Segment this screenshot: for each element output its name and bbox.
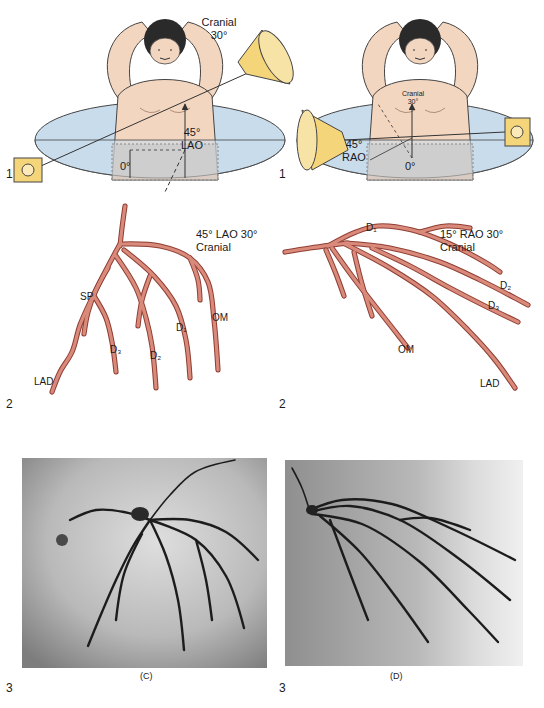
patient-features: [413, 50, 427, 60]
angle-line: [165, 150, 185, 192]
vessel-label: D₃: [488, 300, 499, 312]
vessel-label: OM: [398, 344, 414, 356]
vessel-label: D₂: [500, 280, 511, 292]
artery-outline: [94, 296, 116, 372]
table-shadow: [367, 144, 473, 180]
artery-vessel: [122, 244, 218, 370]
artery-outline: [285, 243, 348, 252]
intensifier-face: [297, 110, 317, 170]
artery-vessel: [94, 296, 116, 372]
angle-label: 0°: [405, 160, 416, 173]
xray-tube: [505, 118, 530, 146]
angle-line: [370, 138, 412, 160]
contrast-vessel: [320, 516, 428, 642]
vessel-label: D₁: [366, 222, 377, 234]
panel-number: 2: [6, 398, 13, 412]
artery-vessel: [52, 244, 120, 392]
artery-vessel: [345, 244, 515, 388]
patient-face: [150, 38, 180, 64]
angle-line: [378, 104, 412, 158]
contrast-vessel: [150, 520, 184, 650]
contrast-blob: [131, 507, 149, 521]
panel-number: 2: [279, 398, 286, 412]
angle-label: Cranial 30°: [196, 16, 242, 41]
beam-line: [32, 72, 250, 170]
vessel-label: LAD: [34, 376, 53, 388]
contrast-vessel: [150, 519, 258, 560]
artery-vessel: [138, 276, 150, 326]
angle-label: Cranial 30°: [398, 90, 428, 106]
artery-vessel: [345, 243, 528, 305]
artery-vessel: [372, 248, 518, 322]
angiogram-photo: [285, 460, 523, 666]
artery-outline: [345, 243, 528, 305]
artery-vessel: [124, 250, 190, 378]
vessel-label: D₂: [150, 350, 161, 362]
panel-number: 3: [279, 682, 286, 696]
xray-tube: [14, 158, 42, 182]
vertical-arrow: [412, 104, 413, 158]
angle-label: 45° LAO: [176, 126, 208, 151]
contrast-vessel: [88, 520, 150, 646]
artery-outline: [124, 250, 190, 378]
beam-line: [345, 132, 505, 140]
artery-vessel: [354, 252, 372, 316]
angiogram-vessels: [56, 460, 515, 650]
contrast-vessel: [116, 534, 142, 620]
xray-tube-port: [22, 164, 34, 176]
panel-number: 1: [279, 168, 286, 182]
artery-vessel: [190, 258, 200, 300]
contrast-vessel: [330, 520, 368, 620]
contrast-vessel: [400, 518, 470, 530]
contrast-vessel: [312, 514, 498, 642]
patient-features: [158, 50, 172, 60]
vessel-label: SP: [80, 291, 93, 303]
contrast-vessel: [150, 520, 244, 628]
vessel-label: D₃: [110, 344, 121, 356]
artery-outline: [122, 244, 218, 370]
patient-torso: [367, 80, 473, 181]
artery-vessel: [120, 206, 125, 246]
artery-vessel: [326, 250, 344, 296]
artery-tree: [52, 206, 528, 392]
panel-number: 1: [6, 168, 13, 182]
view-label: 45° LAO 30° Cranial: [196, 228, 262, 253]
artery-vessel: [116, 256, 156, 388]
angle-label: 45° RAO: [338, 138, 370, 163]
contrast-blob: [56, 534, 68, 546]
angiogram-photo: [22, 458, 267, 668]
figure-letter: (C): [140, 671, 153, 681]
vessel-label: OM: [212, 312, 228, 324]
artery-outline: [326, 250, 344, 296]
contrast-vessel: [310, 499, 515, 560]
vessel-label: LAD: [480, 378, 499, 390]
artery-outline: [52, 244, 120, 392]
vessel-label: D₁: [176, 322, 187, 334]
artery-vessel: [285, 243, 348, 252]
contrast-vessel: [292, 468, 310, 512]
contrast-vessel: [196, 540, 212, 620]
intensifier-face: [252, 26, 300, 88]
angle-label: 0°: [120, 160, 131, 173]
artery-vessel: [332, 248, 408, 348]
contrast-blob: [306, 505, 318, 515]
patient-face: [405, 38, 435, 64]
artery-outline: [120, 206, 125, 246]
patient-torso: [112, 80, 218, 181]
view-label: 15° RAO 30° Cranial: [440, 228, 508, 253]
figure-letter: (D): [390, 671, 403, 681]
artery-outline: [116, 256, 156, 388]
angle-line: [130, 150, 185, 151]
contrast-vessel: [150, 460, 235, 520]
xray-tube-port: [511, 126, 523, 138]
patient-chest: [395, 108, 445, 113]
panel-number: 3: [6, 682, 13, 696]
